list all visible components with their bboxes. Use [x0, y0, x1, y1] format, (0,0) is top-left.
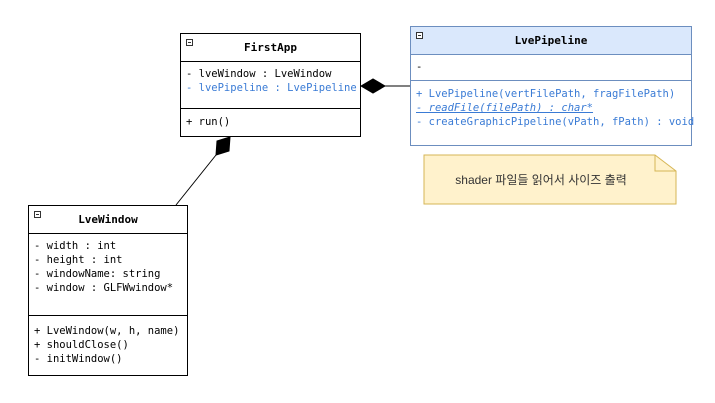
- composition-diamond-pipeline: [360, 78, 386, 94]
- collapse-icon[interactable]: [34, 211, 41, 218]
- class-firstapp-header[interactable]: FirstApp: [181, 34, 360, 61]
- class-lvewindow-operations: + LveWindow(w, h, name) + shouldClose() …: [29, 315, 187, 375]
- operation: - initWindow(): [34, 353, 123, 365]
- attribute: - lveWindow : LveWindow: [186, 68, 332, 80]
- class-firstapp[interactable]: FirstApp - lveWindow : LveWindow - lvePi…: [180, 33, 361, 137]
- class-lvewindow-title: LveWindow: [78, 213, 138, 226]
- attribute: -: [416, 61, 423, 73]
- class-lvepipeline-operations: + LvePipeline(vertFilePath, fragFilePath…: [411, 80, 695, 145]
- attribute: - lvePipeline : LvePipeline: [186, 82, 357, 94]
- collapse-icon[interactable]: [186, 39, 193, 46]
- operation: + LveWindow(w, h, name): [34, 325, 180, 337]
- note-text: shader 파일들 읽어서 사이즈 출력: [455, 173, 627, 187]
- attribute: - height : int: [34, 254, 123, 266]
- operation: - createGraphicPipeline(vPath, fPath) : …: [416, 116, 695, 128]
- class-lvewindow-header[interactable]: LveWindow: [29, 206, 187, 233]
- composition-line-window: [175, 154, 217, 206]
- operation: - readFile(filePath) : char*: [416, 102, 594, 114]
- class-firstapp-attributes: - lveWindow : LveWindow - lvePipeline : …: [181, 61, 360, 108]
- note-body: [423, 154, 677, 205]
- attribute: - windowName: string: [34, 268, 161, 280]
- class-lvewindow-attributes: - width : int - height : int - windowNam…: [29, 233, 187, 315]
- class-lvepipeline[interactable]: LvePipeline - + LvePipeline(vertFilePath…: [410, 26, 695, 146]
- class-firstapp-title: FirstApp: [244, 41, 297, 54]
- operation: + shouldClose(): [34, 339, 129, 351]
- class-lvepipeline-title: LvePipeline: [514, 34, 588, 47]
- class-lvepipeline-header[interactable]: LvePipeline: [411, 27, 691, 54]
- class-lvewindow[interactable]: LveWindow - width : int - height : int -…: [28, 205, 188, 376]
- class-lvepipeline-attributes: -: [411, 54, 691, 80]
- operation: + run(): [186, 116, 231, 128]
- collapse-icon[interactable]: [416, 32, 423, 39]
- attribute: - window : GLFWwindow*: [34, 282, 174, 294]
- note[interactable]: shader 파일들 읽어서 사이즈 출력: [424, 155, 676, 204]
- operation: + LvePipeline(vertFilePath, fragFilePath…: [416, 88, 676, 100]
- attribute: - width : int: [34, 240, 117, 252]
- note-fold: [654, 155, 676, 172]
- class-firstapp-operations: + run(): [181, 108, 360, 136]
- composition-diamond-window: [215, 136, 231, 156]
